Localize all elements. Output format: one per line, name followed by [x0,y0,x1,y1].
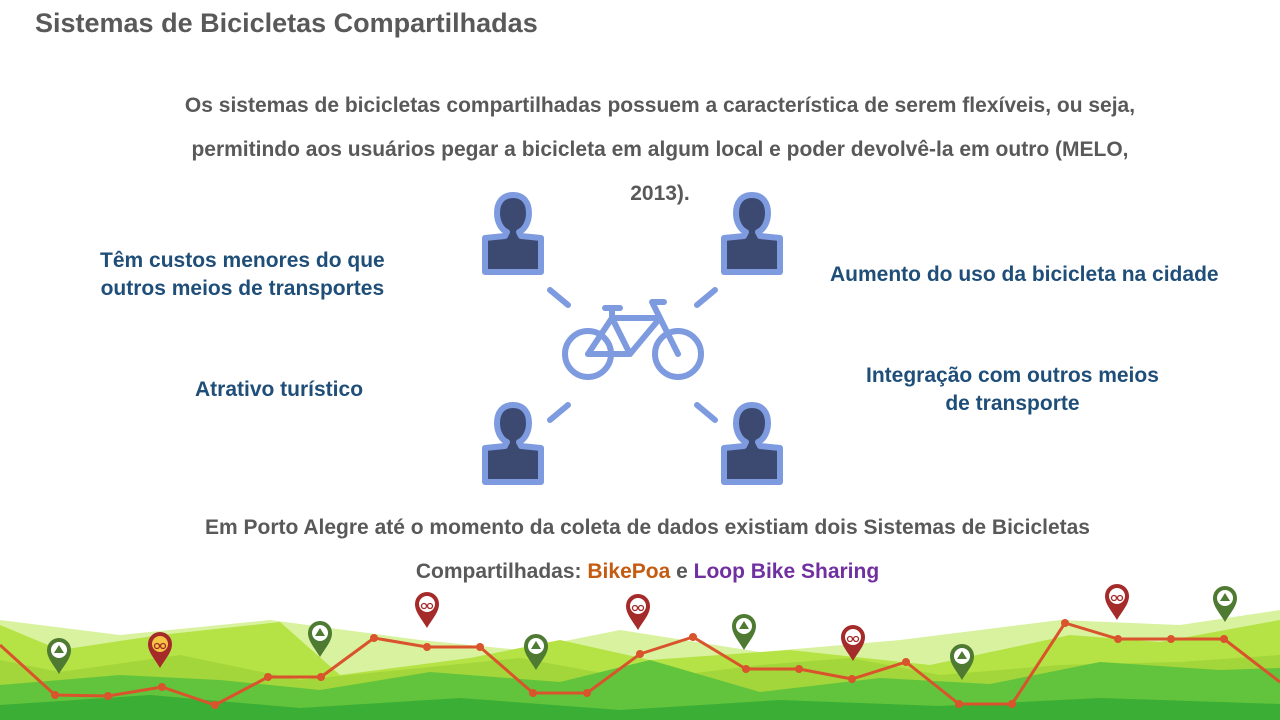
bike-marker-icon [148,632,172,668]
benefit-increased-use: Aumento do uso da bicicleta na cidade [830,263,1219,286]
closing-line-1: Em Porto Alegre até o momento da coleta … [204,516,1090,539]
benefit-integration-line-1: Integração com outros meios [866,364,1159,387]
intro-line-2: permitindo aos usuários pegar a biciclet… [191,138,1129,161]
person-icon [721,192,783,275]
loop-bike-sharing-name: Loop Bike Sharing [693,560,880,583]
bike-marker-icon [415,592,439,628]
tree-marker-icon [732,614,756,650]
closing-paragraph: Em Porto Alegre até o momento da coleta … [60,506,1235,594]
tree-marker-icon [524,634,548,670]
person-icon [482,402,544,485]
route-landscape-illustration [0,584,1280,720]
bike-marker-icon [1105,584,1129,620]
benefit-tourism: Atrativo turístico [195,378,364,401]
intro-line-1: Os sistemas de bicicletas compartilhadas… [184,94,1136,117]
closing-prefix: Compartilhadas: [415,560,582,583]
bikepoa-name: BikePoa [587,560,671,583]
page-title: Sistemas de Bicicletas Compartilhadas [35,8,538,38]
person-icon [721,402,783,485]
tree-marker-icon [308,621,332,657]
closing-line-2: Compartilhadas: BikePoa e Loop Bike Shar… [60,550,1235,594]
tree-marker-icon [1213,586,1237,622]
bike-marker-icon [841,625,865,661]
connector-lines [547,287,718,423]
bicycle-icon [562,299,704,380]
intro-line-3: 2013). [630,182,690,205]
bike-marker-icon [626,594,650,630]
person-icon [482,192,544,275]
intro-paragraph: Os sistemas de bicicletas compartilhadas… [80,84,1240,216]
closing-conjunction: e [676,560,688,583]
benefit-lower-costs-line-1: Têm custos menores do que [100,249,385,272]
tree-marker-icon [950,644,974,680]
tree-marker-icon [47,638,71,674]
benefit-integration-line-2: de transporte [945,392,1080,415]
benefit-lower-costs: Têm custos menores do que outros meios d… [100,247,385,303]
benefit-lower-costs-line-2: outros meios de transportes [100,277,385,300]
benefit-integration: Integração com outros meios de transport… [866,362,1159,418]
